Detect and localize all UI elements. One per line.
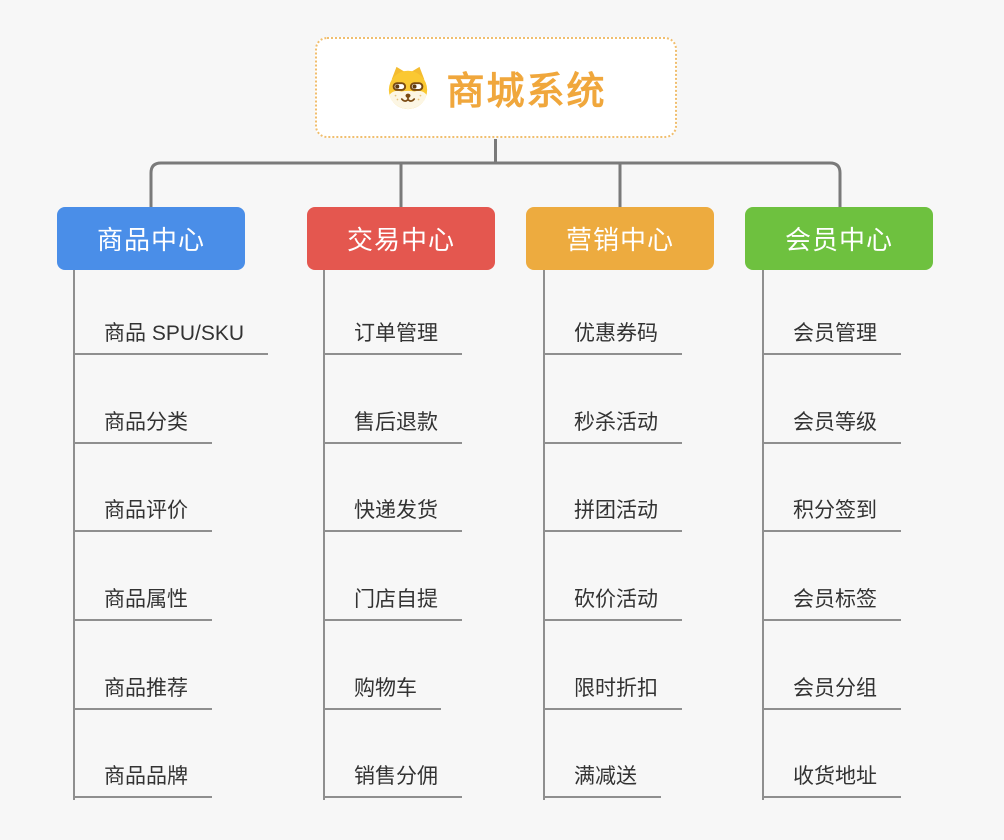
trunk-line [762, 270, 764, 800]
leaf-item[interactable]: 商品属性 [73, 582, 212, 621]
root-title: 商城系统 [446, 71, 607, 113]
leaf-item[interactable]: 满减送 [543, 759, 661, 798]
branch-member-center: 会员中心 会员管理 会员等级 积分签到 会员标签 会员分组 收货地址 [745, 0, 975, 840]
leaf-item[interactable]: 秒杀活动 [543, 405, 682, 444]
shiba-dog-icon [385, 65, 431, 111]
branch-node-trade-center[interactable]: 交易中心 [307, 207, 495, 270]
branch-product-center: 商品中心 商品 SPU/SKU 商品分类 商品评价 商品属性 商品推荐 商品品牌 [57, 0, 287, 840]
leaf-item[interactable]: 会员等级 [762, 405, 901, 444]
leaf-item[interactable]: 优惠券码 [543, 316, 682, 355]
leaf-item[interactable]: 快递发货 [323, 493, 462, 532]
trunk-line [73, 270, 75, 800]
leaf-item[interactable]: 商品分类 [73, 405, 212, 444]
branch-node-member-center[interactable]: 会员中心 [745, 207, 933, 270]
branch-trade-center: 交易中心 订单管理 售后退款 快递发货 门店自提 购物车 销售分佣 [307, 0, 537, 840]
leaf-item[interactable]: 收货地址 [762, 759, 901, 798]
leaf-item[interactable]: 订单管理 [323, 316, 462, 355]
branch-marketing-center: 营销中心 优惠券码 秒杀活动 拼团活动 砍价活动 限时折扣 满减送 [526, 0, 756, 840]
leaf-item[interactable]: 商品品牌 [73, 759, 212, 798]
leaf-item[interactable]: 砍价活动 [543, 582, 682, 621]
leaf-item[interactable]: 会员标签 [762, 582, 901, 621]
leaf-item[interactable]: 限时折扣 [543, 671, 682, 710]
leaf-item[interactable]: 购物车 [323, 671, 441, 710]
leaf-item[interactable]: 会员分组 [762, 671, 901, 710]
leaf-item[interactable]: 商品推荐 [73, 671, 212, 710]
leaf-item[interactable]: 门店自提 [323, 582, 462, 621]
branch-node-marketing-center[interactable]: 营销中心 [526, 207, 714, 270]
trunk-line [323, 270, 325, 800]
leaf-item[interactable]: 拼团活动 [543, 493, 682, 532]
root-node[interactable]: 商城系统 [315, 37, 677, 138]
leaf-item[interactable]: 商品 SPU/SKU [73, 316, 269, 355]
leaf-item[interactable]: 积分签到 [762, 493, 901, 532]
trunk-line [543, 270, 545, 800]
leaf-item[interactable]: 售后退款 [323, 405, 462, 444]
branch-node-product-center[interactable]: 商品中心 [57, 207, 245, 270]
leaf-item[interactable]: 会员管理 [762, 316, 901, 355]
leaf-item[interactable]: 商品评价 [73, 493, 212, 532]
leaf-item[interactable]: 销售分佣 [323, 759, 462, 798]
